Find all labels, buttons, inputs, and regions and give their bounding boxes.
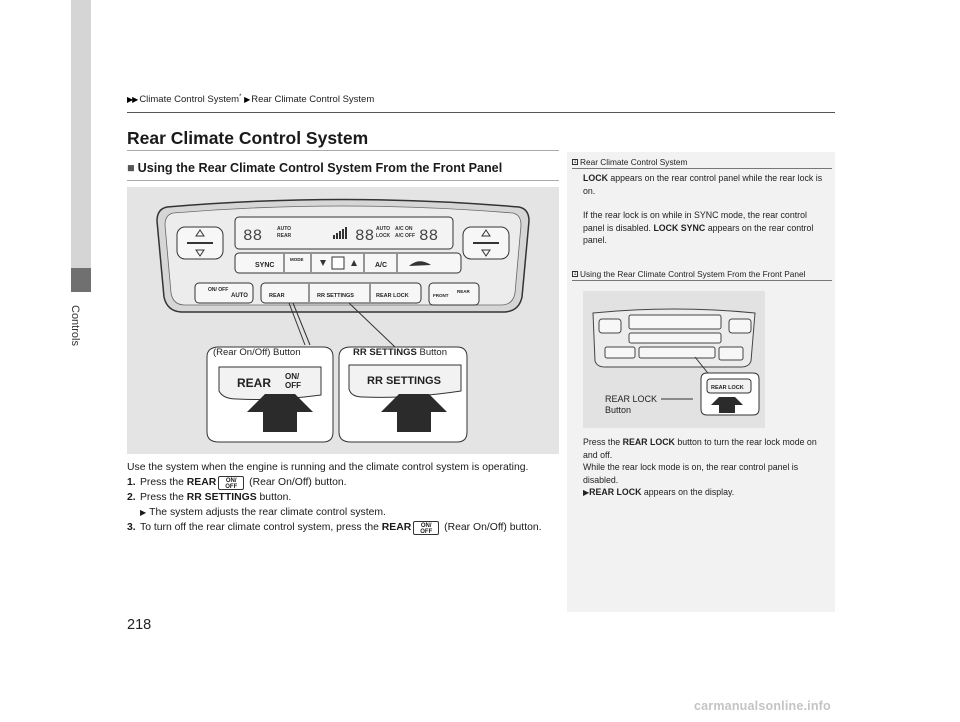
chapter-tab-marker (71, 268, 91, 292)
zoom-off-label: OFF (285, 381, 301, 390)
section-heading-text: Using the Rear Climate Control System Fr… (137, 161, 503, 175)
section-heading: ■Using the Rear Climate Control System F… (127, 161, 502, 175)
step-2: 2. Press the RR SETTINGS button. (127, 492, 292, 503)
header-rule (127, 112, 835, 113)
callout-rear-on-off: (Rear On/Off) Button (213, 347, 301, 358)
display-digits-left: 88 (243, 227, 262, 245)
note-1-rule (572, 168, 832, 169)
note-2-text: Press the REAR LOCK button to turn the r… (583, 437, 817, 497)
chapter-tab (71, 0, 91, 268)
watermark: carmanualsonline.info (694, 699, 831, 713)
zoom-rr-settings-label: RR SETTINGS (367, 375, 441, 387)
rear-lock-illustration: REAR LOCK (592, 308, 760, 416)
section-square-icon: ■ (127, 161, 135, 175)
step-3: 3. To turn off the rear climate control … (127, 521, 542, 535)
on-off-label: ON/ OFF (208, 287, 228, 293)
mode-button-label: MODE (290, 257, 304, 262)
step-2-result: ▶The system adjusts the rear climate con… (140, 507, 386, 518)
display-digits-mid: 88 (355, 227, 374, 245)
page-number: 218 (127, 617, 152, 633)
note-2-rule (572, 280, 832, 281)
front-panel-illustration: 88 AUTO REAR 88 AUTO LOCK A/C ON A/C OFF… (156, 198, 530, 443)
display-ac-off: A/C OFF (395, 233, 415, 239)
fan-bars-icon (333, 227, 347, 239)
rear-lock-button-label: REAR LOCK (376, 293, 409, 299)
rr-settings-button-label: RR SETTINGS (317, 293, 354, 299)
chapter-label: Controls (69, 305, 81, 346)
rear-button-label: REAR (269, 293, 285, 299)
intro-paragraph: Use the system when the engine is runnin… (127, 462, 529, 473)
rear-on-off-icon: ON/OFF (218, 476, 245, 490)
section-rule (127, 180, 559, 181)
result-arrow-icon: ▶ (140, 508, 147, 517)
sync-button-label: SYNC (255, 262, 274, 269)
breadcrumb-arrow-icon: ▶▶ (127, 95, 138, 105)
front-panel-figure: 88 AUTO REAR 88 AUTO LOCK A/C ON A/C OFF… (127, 187, 559, 454)
display-rear-label: REAR (277, 233, 292, 239)
breadcrumb-item-climate[interactable]: Climate Control System (139, 94, 240, 106)
note-symbol-icon: 1 (572, 159, 578, 165)
breadcrumb-star: * (239, 94, 242, 100)
page-title: Rear Climate Control System (127, 128, 369, 148)
rear-defrost-label: REAR (457, 289, 471, 294)
breadcrumb: ▶▶Climate Control System* ▶Rear Climate … (127, 94, 374, 105)
callout-rr-settings: RR SETTINGS Button (353, 347, 447, 358)
breadcrumb-arrow-icon: ▶ (244, 95, 250, 105)
display-lock-label: LOCK (376, 233, 391, 239)
note-1-text: LOCK appears on the rear control panel w… (583, 173, 823, 245)
front-defrost-label: FRONT (433, 293, 449, 298)
display-digits-right: 88 (419, 227, 438, 245)
display-auto-label: AUTO (277, 226, 291, 232)
title-rule (127, 150, 559, 151)
instructions: Use the system when the engine is runnin… (127, 460, 559, 535)
mini-zoom-rear-lock: REAR LOCK (711, 385, 744, 391)
display-auto-label-2: AUTO (376, 226, 390, 232)
zoom-rear-label: REAR (237, 376, 271, 390)
display-ac-on: A/C ON (395, 226, 413, 232)
auto-button-label: AUTO (231, 293, 248, 299)
zoom-on-label: ON/ (285, 372, 300, 381)
ac-button-label: A/C (375, 262, 387, 269)
breadcrumb-item-rear[interactable]: Rear Climate Control System (251, 94, 375, 106)
result-arrow-icon: ▶ (583, 488, 590, 497)
rear-on-off-icon: ON/OFF (413, 521, 440, 535)
note-symbol-icon: 1 (572, 271, 578, 277)
